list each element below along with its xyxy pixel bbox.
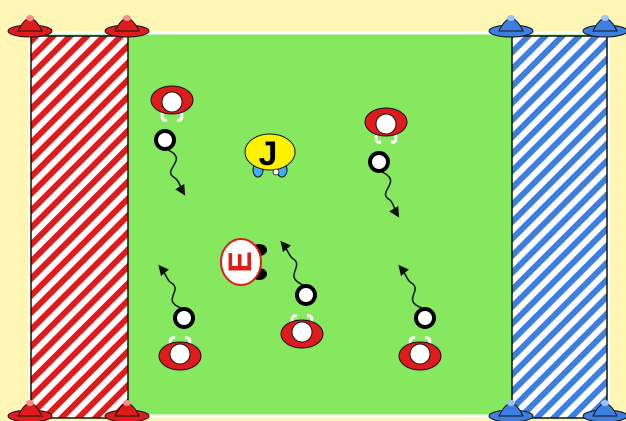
cone-top-right-2 [583,15,626,37]
cone-top-right-1 [489,15,533,37]
defender-label: E [222,251,258,272]
cone-top-left-2 [105,15,149,37]
ball-icon [370,153,388,171]
ball-icon [297,286,315,304]
cone-top-left-1 [8,15,52,37]
coach-label: J [259,135,278,173]
ball-icon [175,309,193,327]
ball-icon [156,131,174,149]
defender-icon: E [221,239,267,285]
red-end-zone [31,36,128,418]
blue-end-zone [512,36,607,418]
ball-icon [416,309,434,327]
